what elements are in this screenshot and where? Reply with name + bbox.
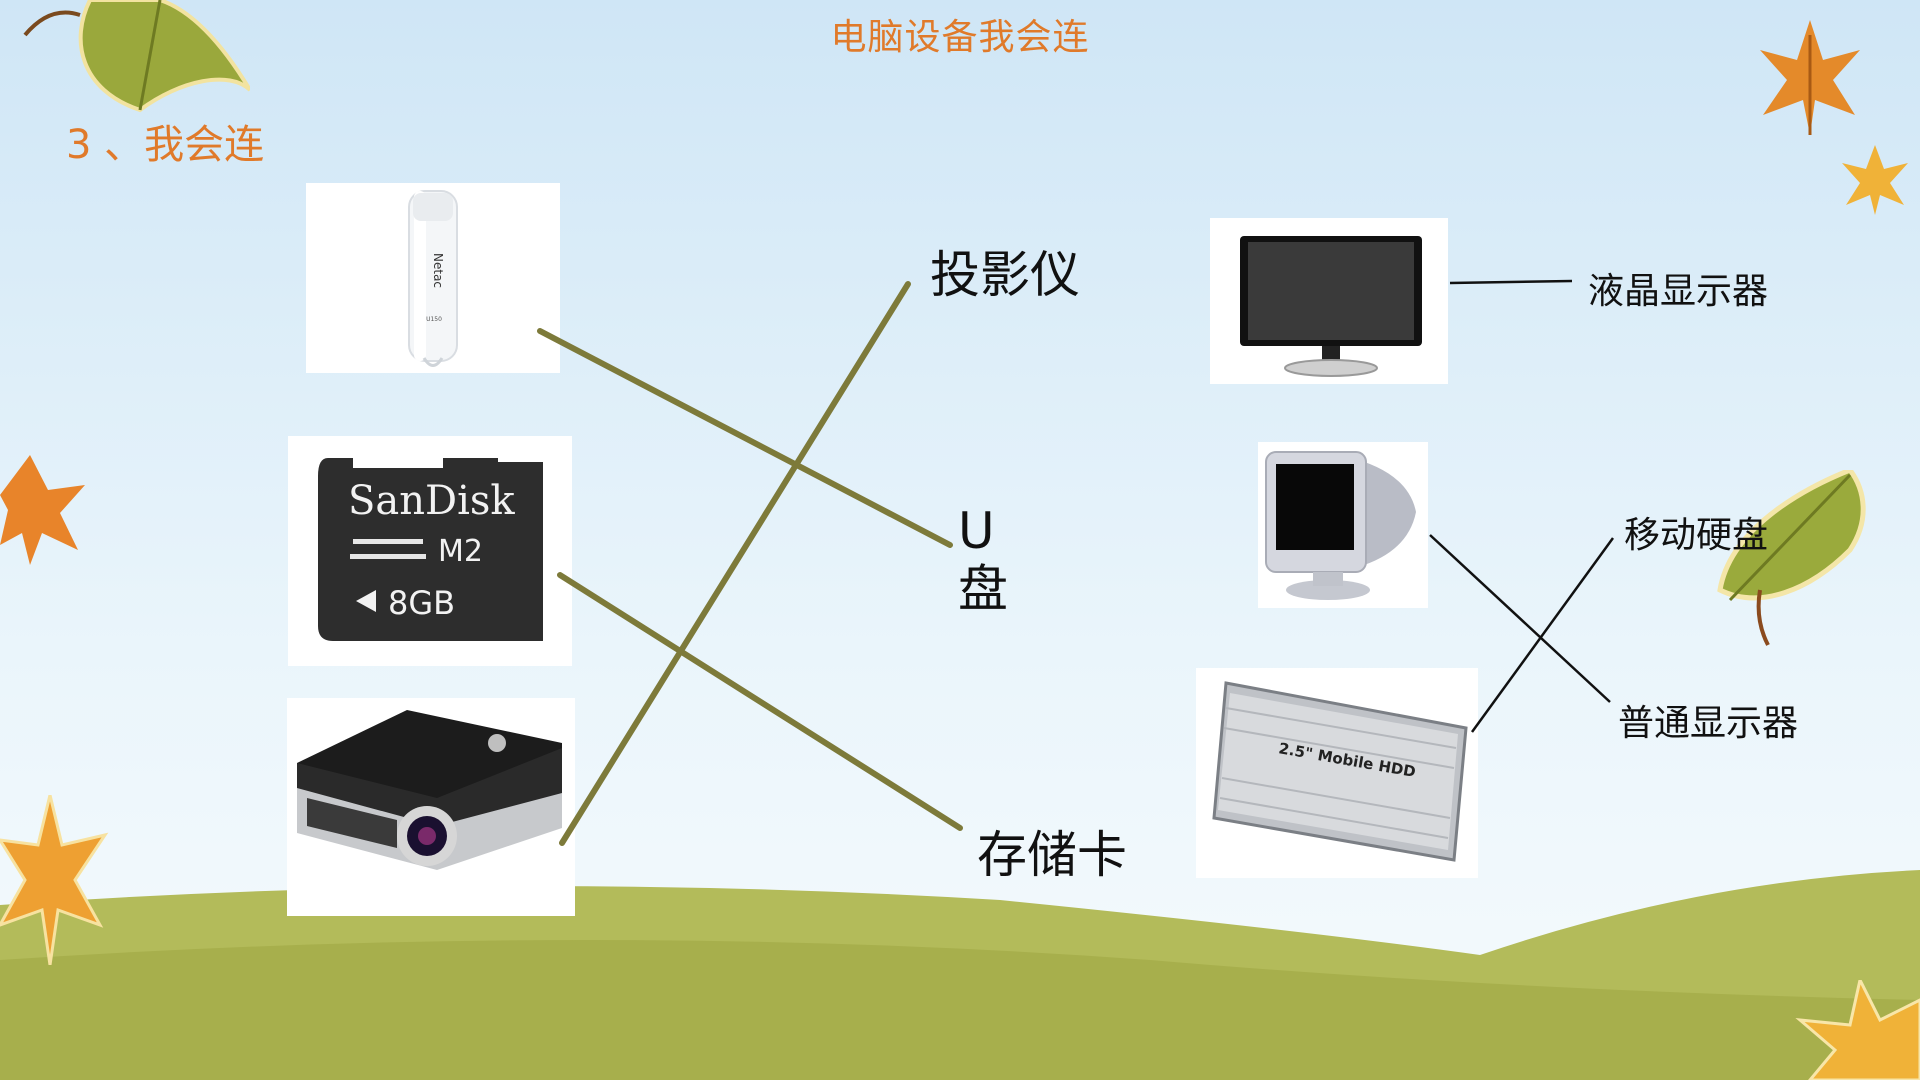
crt-monitor-image xyxy=(1265,451,1416,600)
label-projector: 投影仪 xyxy=(930,246,1080,304)
label-crt-monitor: 普通显示器 xyxy=(1618,703,1799,744)
leaf-decoration-bottom-right xyxy=(1795,980,1920,1080)
page-title: 电脑设备我会连 xyxy=(830,17,1090,58)
mobile-hdd-image: 2.5" Mobile HDD xyxy=(1212,681,1468,862)
label-u-disk-line2: 盘 xyxy=(958,560,1008,618)
usb-brand-text: Netac xyxy=(431,253,445,288)
section-subtitle: 3 、我会连 xyxy=(66,122,265,168)
leaf-decoration-right-green xyxy=(1717,470,1866,646)
lcd-monitor-image xyxy=(1240,236,1422,377)
leaf-decoration-top-right xyxy=(1760,20,1860,135)
leaf-decoration-right-small xyxy=(1842,145,1908,215)
label-lcd-monitor: 液晶显示器 xyxy=(1588,271,1769,312)
memory-card-image: SanDisk M2 8GB xyxy=(318,458,543,641)
usb-drive-card[interactable]: Netac U150 xyxy=(306,183,560,373)
usb-drive-image: Netac U150 xyxy=(408,190,458,367)
leaf-decoration-top-left xyxy=(23,0,250,113)
mobile-hdd-card[interactable]: 2.5" Mobile HDD xyxy=(1196,668,1478,878)
label-u-disk: U 盘 xyxy=(958,502,1018,618)
leaf-decoration-left-mid xyxy=(0,455,85,565)
lcd-monitor-card[interactable] xyxy=(1210,218,1448,384)
leaf-decoration-bottom-left xyxy=(0,795,109,965)
label-memory-card: 存储卡 xyxy=(977,826,1127,884)
usb-model-text: U150 xyxy=(426,316,442,323)
crt-monitor-card[interactable] xyxy=(1258,442,1428,608)
label-u-disk-line1: U xyxy=(958,502,995,560)
projector-image xyxy=(297,710,562,870)
label-mobile-hdd: 移动硬盘 xyxy=(1624,515,1769,556)
projector-card[interactable] xyxy=(287,698,575,916)
card-brand-text: SanDisk xyxy=(348,478,515,524)
memory-card-card[interactable]: SanDisk M2 8GB xyxy=(288,436,572,666)
card-type-text: M2 xyxy=(438,534,483,569)
card-capacity-text: 8GB xyxy=(388,584,455,622)
